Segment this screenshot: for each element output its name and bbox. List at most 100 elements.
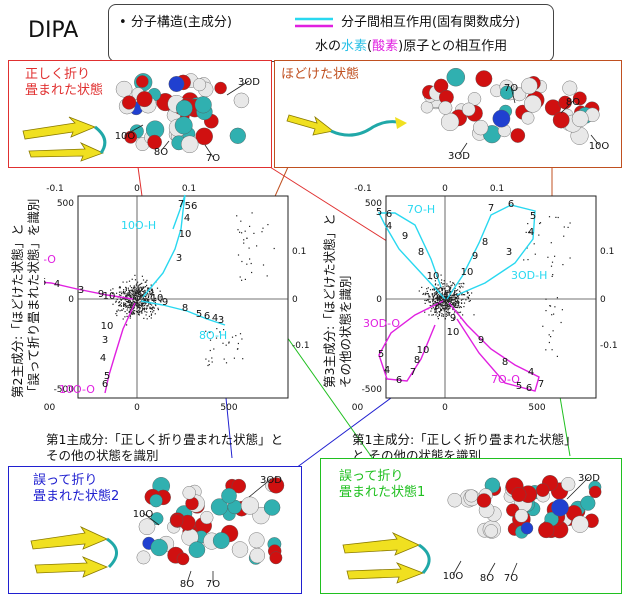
scatter-dot bbox=[118, 305, 120, 307]
atom-label: 8O bbox=[154, 147, 168, 158]
scatter-dot bbox=[132, 313, 134, 315]
scatter-dot bbox=[453, 294, 455, 296]
scatter-dot bbox=[129, 306, 131, 308]
scatter-dot bbox=[534, 253, 536, 255]
point-label: 8 bbox=[482, 237, 488, 248]
scatter-dot bbox=[144, 298, 146, 300]
scatter-dot bbox=[132, 296, 134, 299]
unfolded-state-box: ほどけた状態 7O8O3OD10O bbox=[274, 60, 622, 168]
atom-sphere bbox=[521, 111, 535, 125]
atom-sphere bbox=[188, 541, 206, 558]
scatter-dot bbox=[445, 307, 447, 309]
scatter-dot bbox=[139, 295, 141, 297]
scatter-dot bbox=[130, 293, 132, 295]
folded-state-label: 正しく折り 畳まれた状態 bbox=[25, 67, 103, 99]
scatter-dot bbox=[133, 288, 135, 290]
scatter-dot bbox=[156, 287, 159, 289]
scatter-dot bbox=[443, 310, 445, 312]
scatter-dot bbox=[136, 298, 138, 300]
scatter-dot bbox=[444, 303, 446, 305]
scatter-dot bbox=[434, 293, 436, 295]
scatter-dot bbox=[434, 300, 436, 302]
scatter-dot bbox=[136, 303, 138, 305]
scatter-dot bbox=[146, 307, 148, 309]
scatter-dot bbox=[455, 306, 457, 308]
scatter-dot bbox=[127, 294, 129, 296]
scatter-dot bbox=[125, 293, 127, 295]
atom-label: 7O bbox=[206, 579, 220, 589]
scatter-dot bbox=[436, 312, 438, 314]
scatter-dot bbox=[153, 307, 155, 309]
scatter-dot bbox=[462, 314, 464, 316]
scatter-dot bbox=[448, 296, 450, 298]
scatter-dot bbox=[129, 317, 131, 319]
scatter-dot bbox=[148, 296, 150, 298]
scatter-dot bbox=[431, 294, 433, 296]
scatter-dot bbox=[433, 292, 436, 294]
point-label: 56 bbox=[185, 201, 198, 212]
scatter-dot bbox=[121, 309, 123, 311]
scatter-dot bbox=[130, 302, 132, 304]
scatter-dot bbox=[211, 361, 213, 363]
scatter-dot bbox=[427, 287, 429, 289]
scatter-dot bbox=[116, 292, 118, 294]
scatter-dot bbox=[150, 297, 152, 299]
scatter-dot bbox=[446, 294, 448, 296]
top-tick-label: 0 bbox=[442, 184, 448, 194]
scatter-dot bbox=[131, 312, 133, 314]
scatter-dot bbox=[445, 308, 447, 310]
scatter-dot bbox=[116, 314, 118, 317]
scatter-dot bbox=[133, 285, 135, 287]
scatter-dot bbox=[236, 215, 238, 217]
scatter-dot bbox=[458, 307, 460, 309]
scatter-dot bbox=[421, 286, 423, 288]
scatter-dot bbox=[444, 318, 446, 320]
right-tick-label: 0.1 bbox=[292, 247, 306, 257]
scatter-dot bbox=[120, 302, 122, 304]
scatter-dot bbox=[127, 287, 129, 289]
scatter-dot bbox=[134, 310, 136, 312]
point-label: 4 bbox=[528, 227, 534, 238]
scatter-dot bbox=[149, 292, 151, 294]
right-tick-label: 0 bbox=[292, 295, 298, 305]
scatter-dot bbox=[431, 314, 433, 316]
scatter-dot bbox=[134, 298, 136, 300]
atom-sphere bbox=[535, 483, 550, 497]
scatter-dot bbox=[135, 290, 137, 292]
point-label: 6 bbox=[508, 199, 514, 210]
scatter-dot bbox=[527, 259, 529, 261]
folded-ribbon-icon bbox=[22, 116, 107, 162]
scatter-dot bbox=[440, 304, 442, 306]
scatter-dot bbox=[146, 279, 148, 281]
scatter-dot bbox=[431, 308, 433, 310]
scatter-dot bbox=[563, 235, 565, 237]
scatter-dot bbox=[208, 360, 210, 362]
scatter-dot bbox=[448, 314, 450, 316]
scatter-dot bbox=[139, 307, 141, 309]
scatter-dot bbox=[451, 303, 453, 306]
scatter-dot bbox=[439, 307, 441, 309]
scatter-dot bbox=[468, 294, 470, 296]
atom-sphere bbox=[180, 135, 199, 154]
scatter-dot bbox=[451, 299, 453, 301]
point-label: 5 bbox=[104, 371, 110, 382]
scatter-dot bbox=[135, 290, 137, 292]
scatter-dot bbox=[550, 336, 552, 338]
scatter-dot bbox=[450, 299, 452, 302]
series-curve bbox=[446, 204, 536, 300]
scatter-dot bbox=[445, 306, 447, 308]
scatter-dot bbox=[442, 294, 444, 296]
point-label: 9 bbox=[98, 289, 104, 300]
scatter-dot bbox=[523, 259, 525, 261]
scatter-dot bbox=[143, 308, 145, 310]
scatter-dot bbox=[142, 308, 144, 310]
scatter-dot bbox=[469, 300, 471, 302]
scatter-dot bbox=[435, 291, 437, 293]
scatter-dot bbox=[138, 305, 140, 308]
scatter-dot bbox=[122, 297, 124, 300]
scatter-dot bbox=[549, 305, 552, 307]
scatter-dot bbox=[123, 292, 125, 294]
scatter-dot bbox=[443, 300, 445, 302]
scatter-dot bbox=[138, 298, 140, 300]
